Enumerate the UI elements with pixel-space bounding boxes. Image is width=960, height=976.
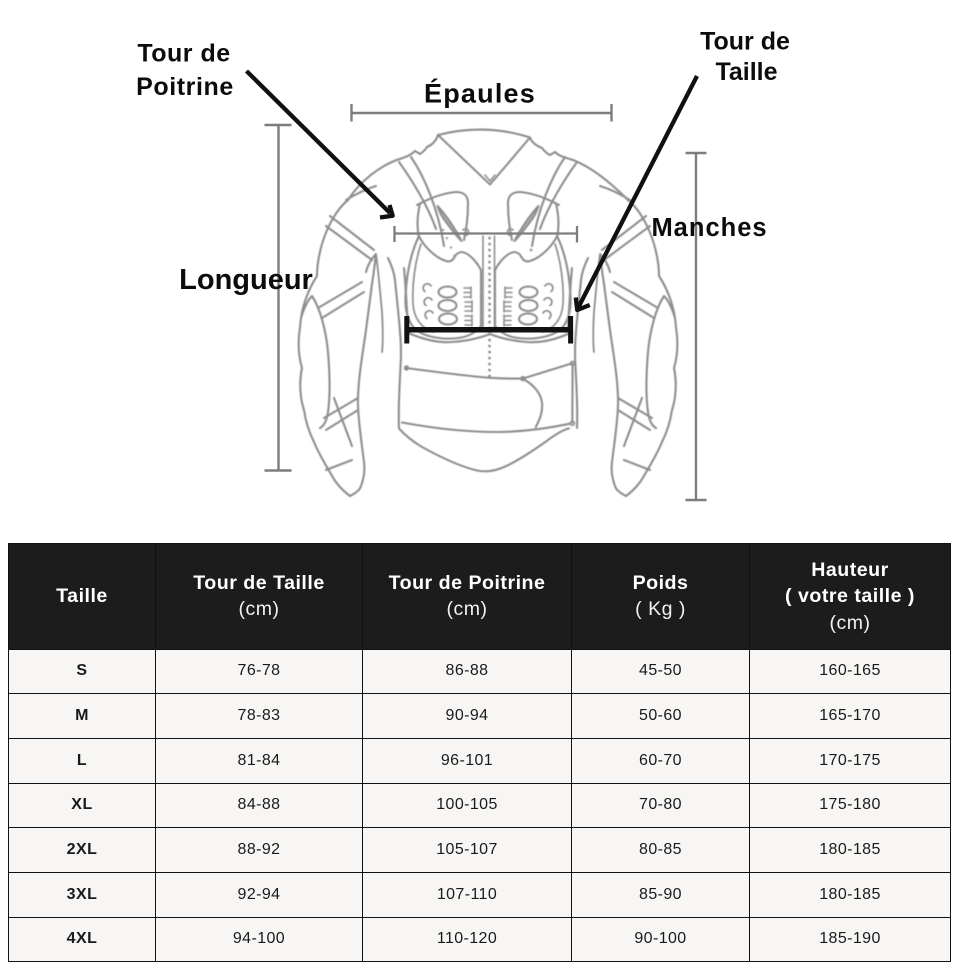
svg-text:Longueur: Longueur	[179, 264, 313, 296]
svg-text:Tour de: Tour de	[700, 28, 790, 56]
svg-text:Poitrine: Poitrine	[136, 73, 234, 101]
svg-text:Manches: Manches	[651, 214, 767, 242]
svg-text:Tour de: Tour de	[137, 40, 230, 68]
svg-text:Taille: Taille	[715, 58, 777, 86]
svg-text:Épaules: Épaules	[424, 78, 536, 109]
